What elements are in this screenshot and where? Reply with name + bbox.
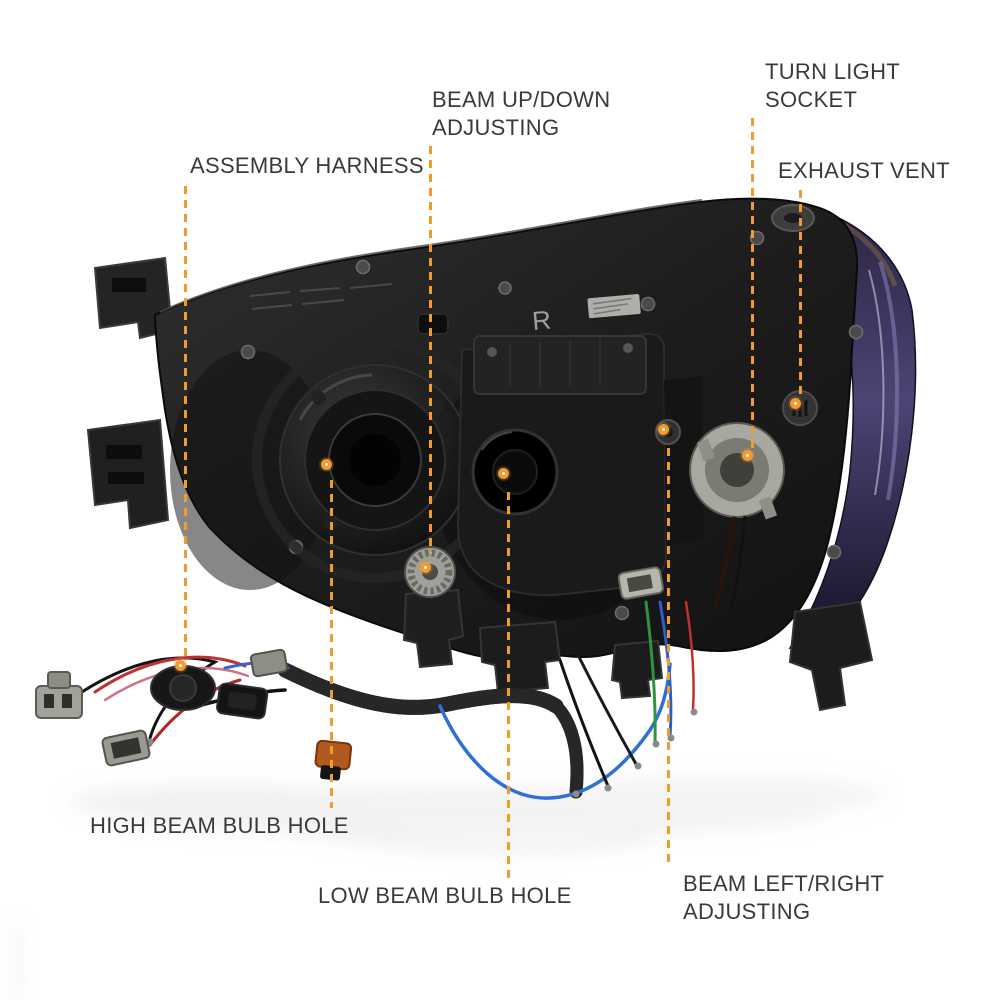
label-low-beam-bulb-hole: LOW BEAM BULB HOLE [318,883,572,908]
label-exhaust-vent: EXHAUST VENT [778,158,950,183]
label-high-beam-bulb-hole: HIGH BEAM BULB HOLE [90,813,349,838]
turn-light-socket-area [689,422,785,609]
label-turn-light-socket: TURN LIGHT SOCKET [765,59,900,112]
beam-up-down-adjuster [402,546,465,669]
dot-low-beam-bulb-hole [498,468,509,479]
low-beam-projector [456,332,704,597]
leader-high-beam-bulb-hole [330,480,333,808]
connector-gray-t [35,671,83,719]
dot-turn-light-socket [742,450,753,461]
leader-assembly-harness [184,186,187,656]
leader-exhaust-vent [799,190,802,396]
leader-low-beam-bulb-hole [507,492,510,880]
leader-beam-left-right-adjusting [667,448,670,868]
spec-sticker [587,294,641,319]
dot-beam-left-right-adjusting [658,424,669,435]
dot-assembly-harness [175,660,186,671]
leader-beam-up-down-adjusting [429,146,432,554]
molded-part-numbers [249,283,393,310]
label-beam-up-down-adjusting: BEAM UP/DOWN ADJUSTING [432,87,611,140]
leader-turn-light-socket [751,118,754,448]
mounting-bracket-left-bottom [86,418,170,530]
mounting-bracket-left-top [93,256,174,340]
dot-exhaust-vent [790,398,801,409]
connector-gray-small [101,729,151,767]
wiring-harness [35,566,698,800]
harness-connectors [35,566,664,781]
exhaust-vent-area [771,204,818,426]
connector-black-oval [150,665,216,711]
dot-beam-up-down-adjusting [420,562,431,573]
label-assembly-harness: ASSEMBLY HARNESS [190,153,424,178]
molded-marking-text: R [531,304,552,336]
floor-reflection [14,775,885,1000]
connector-white [617,566,664,600]
connector-black-rect [216,682,269,720]
mounting-feet [478,600,874,712]
connector-gray-mini [249,648,289,678]
dot-high-beam-bulb-hole [321,459,332,470]
high-beam-bulb-hole-area [252,337,498,583]
label-beam-left-right-adjusting: BEAM LEFT/RIGHT ADJUSTING [683,871,884,924]
